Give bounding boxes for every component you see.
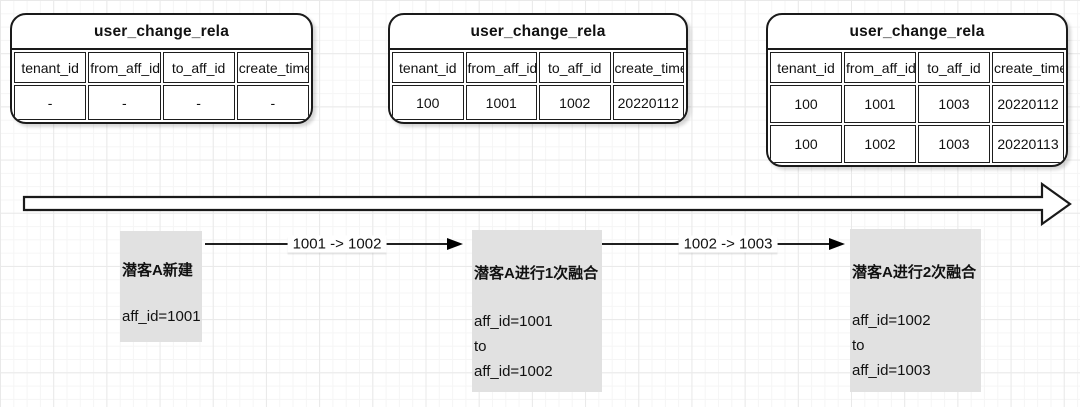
table-card-initial: user_change_rela tenant_id from_aff_id t… [10,13,313,124]
table-cell: 20220113 [992,125,1064,163]
stage-details: aff_id=1001 to aff_id=1002 [474,309,602,384]
timeline-arrow [22,181,1072,227]
table-cell: 1003 [918,85,990,123]
stage-line: to [474,338,487,355]
table-grid: tenant_id from_aff_id to_aff_id create_t… [390,50,686,122]
table-row: 100 1002 1003 20220113 [770,125,1064,163]
stage-line: aff_id=1001 [474,313,553,330]
table-card-after-second-merge: user_change_rela tenant_id from_aff_id t… [766,13,1068,167]
table-cell: - [236,85,309,120]
table-cell: 1002 [844,125,916,163]
column-header-from-aff-id: from_aff_id [844,52,916,83]
table-cell: 1001 [844,85,916,123]
stage-details: aff_id=1002 to aff_id=1003 [852,308,981,383]
table-cell: 1003 [918,125,990,163]
table-cell: 1001 [465,85,537,120]
stage-box-second-merge: 潜客A进行2次融合 aff_id=1002 to aff_id=1003 [850,229,981,392]
stage-line: aff_id=1001 [122,308,201,325]
stage-box-first-merge: 潜客A进行1次融合 aff_id=1001 to aff_id=1002 [472,230,602,392]
column-header-create-time: create_time [992,52,1064,83]
table-cell: 100 [770,85,842,123]
transition-label-2: 1002 -> 1003 [678,235,778,253]
table-row: 100 1001 1002 20220112 [392,85,684,120]
stage-title: 潜客A进行1次融合 [474,265,599,282]
stage-line: aff_id=1002 [852,312,931,329]
table-cell: 20220112 [612,85,684,120]
column-header-create-time: create_time [612,52,684,83]
table-grid: tenant_id from_aff_id to_aff_id create_t… [12,50,311,122]
stage-line: aff_id=1003 [852,362,931,379]
table-row: 100 1001 1003 20220112 [770,85,1064,123]
table-title: user_change_rela [768,15,1066,50]
stage-title: 潜客A进行2次融合 [852,264,977,281]
table-card-after-first-merge: user_change_rela tenant_id from_aff_id t… [388,13,688,124]
table-cell: - [88,85,161,120]
table-cell: 1002 [539,85,611,120]
table-header-row: tenant_id from_aff_id to_aff_id create_t… [392,52,684,83]
arrowhead-icon [829,238,845,250]
table-cell: - [14,85,87,120]
table-row: - - - - [14,85,309,120]
table-cell: - [162,85,235,120]
column-header-to-aff-id: to_aff_id [918,52,990,83]
stage-line: aff_id=1002 [474,363,553,380]
table-title: user_change_rela [12,15,311,50]
stage-title: 潜客A新建 [122,262,193,279]
column-header-to-aff-id: to_aff_id [539,52,611,83]
table-grid: tenant_id from_aff_id to_aff_id create_t… [768,50,1066,165]
table-cell: 100 [770,125,842,163]
column-header-create-time: create_time [236,52,309,83]
column-header-from-aff-id: from_aff_id [465,52,537,83]
table-header-row: tenant_id from_aff_id to_aff_id create_t… [770,52,1064,83]
transition-label-1: 1001 -> 1002 [287,235,387,253]
table-header-row: tenant_id from_aff_id to_aff_id create_t… [14,52,309,83]
table-cell: 20220112 [992,85,1064,123]
column-header-from-aff-id: from_aff_id [88,52,161,83]
column-header-tenant-id: tenant_id [392,52,464,83]
stage-details: aff_id=1001 [122,304,202,329]
stage-line: to [852,337,865,354]
stage-box-created: 潜客A新建 aff_id=1001 [120,231,202,342]
column-header-to-aff-id: to_aff_id [162,52,235,83]
table-cell: 100 [392,85,464,120]
column-header-tenant-id: tenant_id [14,52,87,83]
arrowhead-icon [447,238,463,250]
table-title: user_change_rela [390,15,686,50]
column-header-tenant-id: tenant_id [770,52,842,83]
